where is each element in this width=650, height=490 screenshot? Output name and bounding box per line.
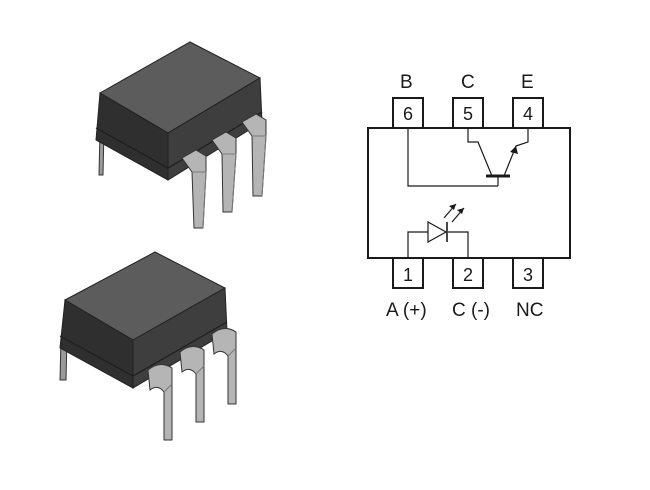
dip-package-top [95,41,267,229]
pin-4-label: E [521,72,534,93]
pin-1-number: 1 [403,265,413,285]
base-wire [407,128,498,187]
pin-4-box [512,97,544,129]
pin-1-label: A (+) [386,300,427,321]
dip-package-bottom [59,251,237,441]
pin-6-number: 6 [403,104,413,124]
phototransistor-symbol [467,128,529,186]
package-top-front-leads [181,113,267,229]
pin-3-box [512,257,544,289]
pin-6-label: B [400,72,413,93]
pin-4-number: 4 [523,104,533,124]
pin-2-number: 2 [463,265,473,285]
pin-3-number: 3 [523,265,533,285]
pin-5-box [452,97,484,129]
pin-5-label: C [461,72,475,93]
pin-3-label: NC [516,300,543,321]
led-symbol [407,203,469,258]
package-bottom-front-leads [147,328,237,441]
pinout-schematic: 6 5 4 B C E 1 2 3 A (+) C (-) NC [367,72,571,321]
pin-2-label: C (-) [452,300,490,321]
pin-6-box [392,97,424,129]
schematic-body [367,127,571,259]
pin-5-number: 5 [463,104,473,124]
